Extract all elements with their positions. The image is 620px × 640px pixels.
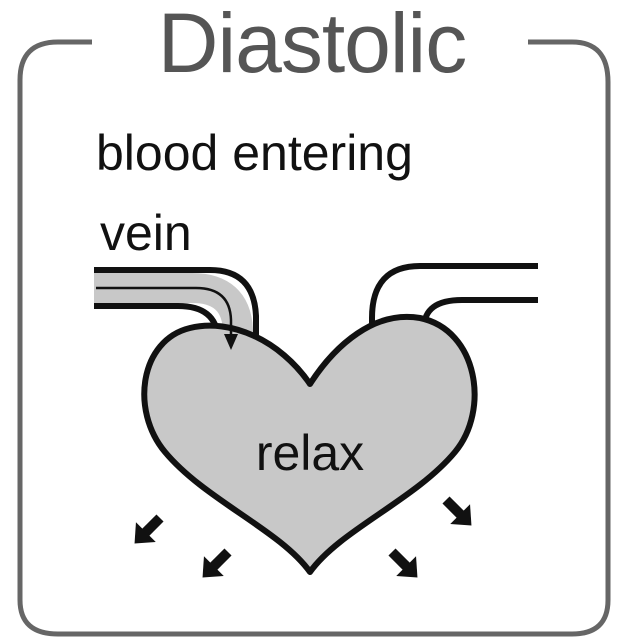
vein-label: vein [100, 205, 192, 261]
blood-entering-label: blood entering [96, 125, 413, 181]
expansion-arrow-lower-left-icon [193, 542, 238, 587]
diagram-title: Diastolic [158, 0, 466, 90]
expansion-arrow-upper-right-icon [436, 490, 481, 535]
expansion-arrow-upper-left-icon [125, 508, 170, 553]
expansion-arrow-lower-right-icon [382, 542, 427, 587]
relax-label: relax [256, 425, 364, 481]
